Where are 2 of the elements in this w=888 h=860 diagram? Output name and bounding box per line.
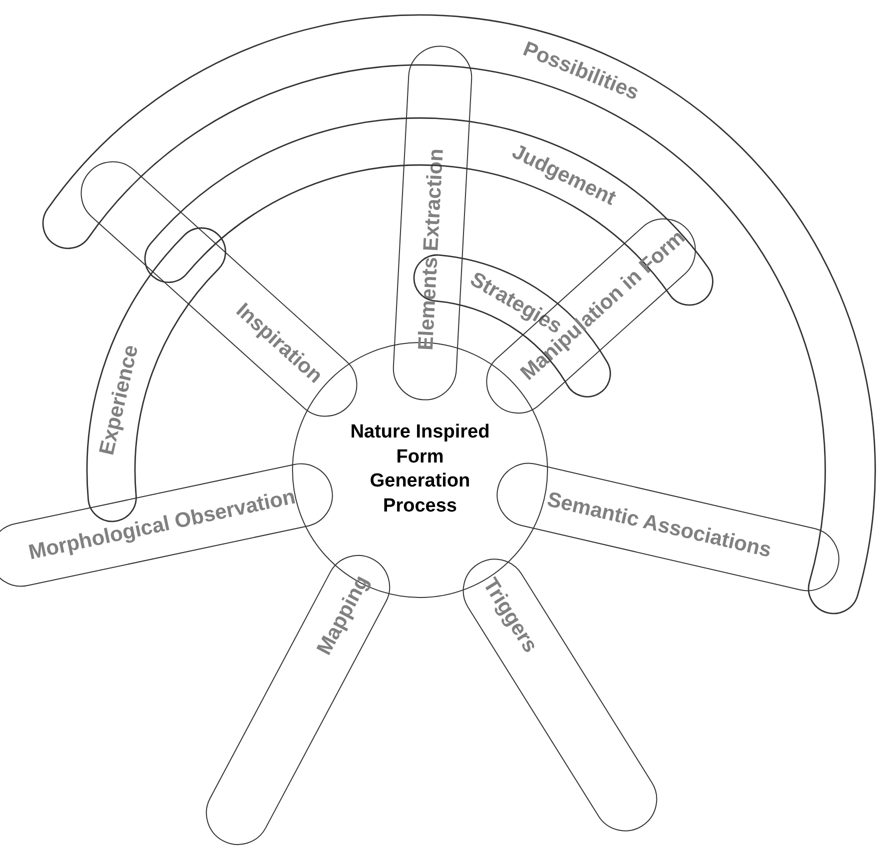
segment-label: Elements Extraction [416, 148, 448, 351]
center-title: Nature Inspired Form Generation Process [350, 420, 490, 519]
